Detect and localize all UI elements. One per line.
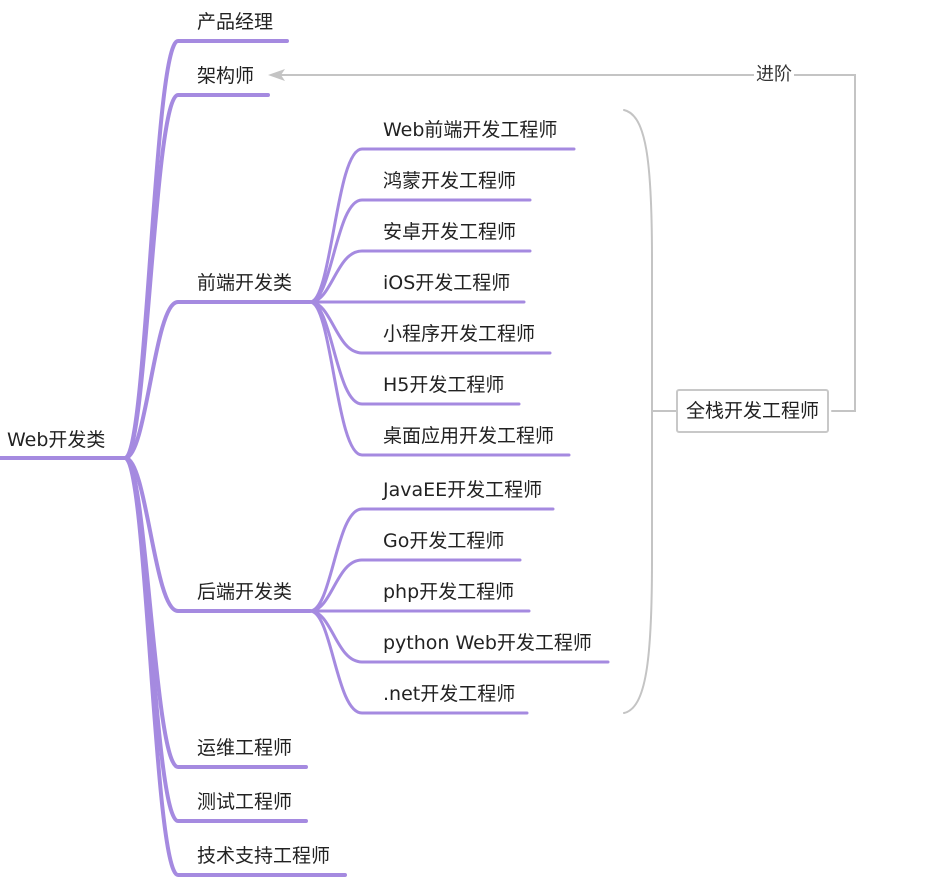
summary-bracket xyxy=(623,109,653,714)
branch-backend-connector xyxy=(123,456,312,613)
relation-line xyxy=(271,74,856,412)
frontend-connector-2 xyxy=(308,249,532,304)
branch-architect[interactable]: 架构师 xyxy=(197,65,255,87)
backend-connector-1 xyxy=(308,558,522,613)
root-node[interactable]: Web开发类 xyxy=(7,429,106,451)
frontend-connector-6 xyxy=(308,300,571,457)
frontend-miniprogram[interactable]: 小程序开发工程师 xyxy=(383,323,536,345)
frontend-h5[interactable]: H5开发工程师 xyxy=(383,374,505,396)
frontend-android[interactable]: 安卓开发工程师 xyxy=(383,221,517,243)
summary-fullstack[interactable]: 全栈开发工程师 xyxy=(676,389,830,433)
frontend-connector-1 xyxy=(308,198,532,304)
frontend-ios[interactable]: iOS开发工程师 xyxy=(383,272,511,294)
branch-product-manager[interactable]: 产品经理 xyxy=(197,11,274,33)
branch-ops[interactable]: 运维工程师 xyxy=(197,737,293,759)
frontend-harmony[interactable]: 鸿蒙开发工程师 xyxy=(383,170,517,192)
backend-python[interactable]: python Web开发工程师 xyxy=(383,632,592,654)
backend-dotnet[interactable]: .net开发工程师 xyxy=(383,683,516,705)
backend-javaee[interactable]: JavaEE开发工程师 xyxy=(383,479,543,501)
frontend-web[interactable]: Web前端开发工程师 xyxy=(383,119,558,141)
backend-go[interactable]: Go开发工程师 xyxy=(383,530,505,552)
backend-connector-4 xyxy=(308,609,529,715)
branch-testing[interactable]: 测试工程师 xyxy=(197,791,293,813)
branch-frontend-connector xyxy=(123,300,312,460)
backend-connector-0 xyxy=(308,507,555,613)
backend-php[interactable]: php开发工程师 xyxy=(383,581,515,603)
branch-frontend[interactable]: 前端开发类 xyxy=(197,272,293,294)
relation-label[interactable]: 进阶 xyxy=(754,64,794,86)
branch-tech-support-connector xyxy=(123,456,347,877)
branch-backend[interactable]: 后端开发类 xyxy=(197,581,293,603)
relation-arrow-icon xyxy=(268,69,285,81)
branch-tech-support[interactable]: 技术支持工程师 xyxy=(197,845,331,867)
branch-architect-connector xyxy=(123,93,270,460)
frontend-desktop[interactable]: 桌面应用开发工程师 xyxy=(383,425,555,447)
